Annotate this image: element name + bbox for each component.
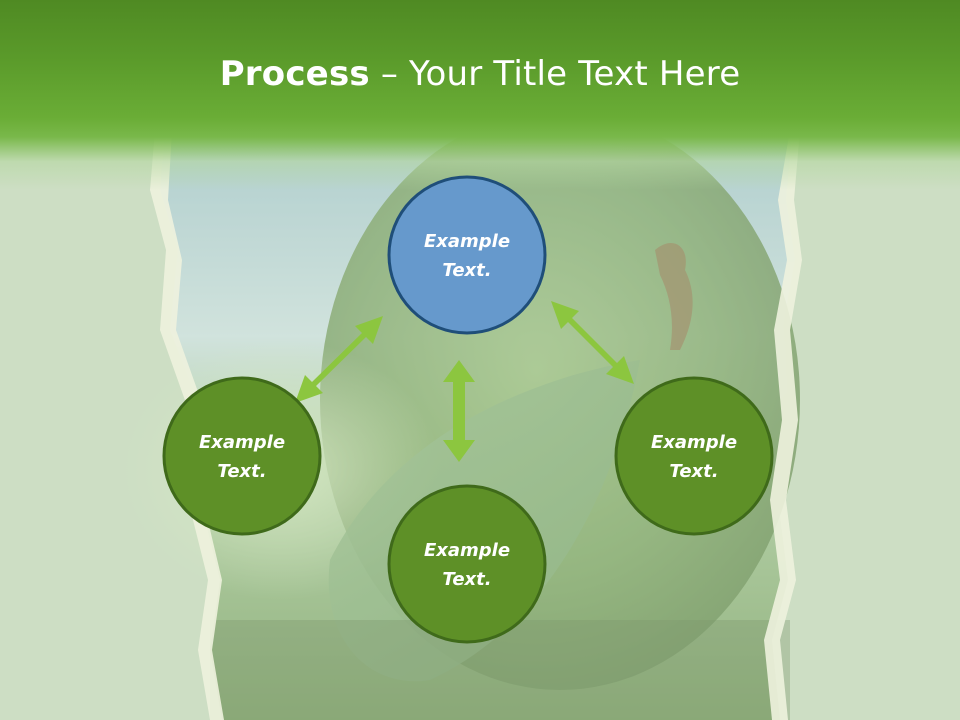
slide-title[interactable]: Process – Your Title Text Here (0, 52, 960, 96)
node-bottom-line1: Example (424, 540, 510, 561)
stem-shape (655, 242, 693, 350)
node-left[interactable]: Example Text. (162, 376, 322, 536)
arrow-top-right[interactable] (551, 301, 634, 384)
node-right[interactable]: Example Text. (614, 376, 774, 536)
torn-edge-right (764, 130, 802, 720)
title-rest: – Your Title Text Here (369, 54, 741, 94)
node-bottom-line2: Text. (442, 569, 491, 590)
torn-edge-left (150, 130, 224, 720)
node-right-line1: Example (651, 432, 737, 453)
title-strong: Process (219, 54, 370, 94)
node-top-line2: Text. (442, 260, 491, 281)
node-top-line1: Example (424, 231, 510, 252)
title-bar (0, 0, 960, 190)
ground-shade (210, 620, 790, 720)
node-top[interactable]: Example Text. (387, 175, 547, 335)
node-left-line2: Text. (217, 461, 266, 482)
arrow-vertical[interactable] (443, 360, 475, 462)
node-right-line2: Text. (669, 461, 718, 482)
node-bottom[interactable]: Example Text. (387, 484, 547, 644)
node-left-line1: Example (199, 432, 285, 453)
arrow-top-left[interactable] (295, 316, 383, 403)
